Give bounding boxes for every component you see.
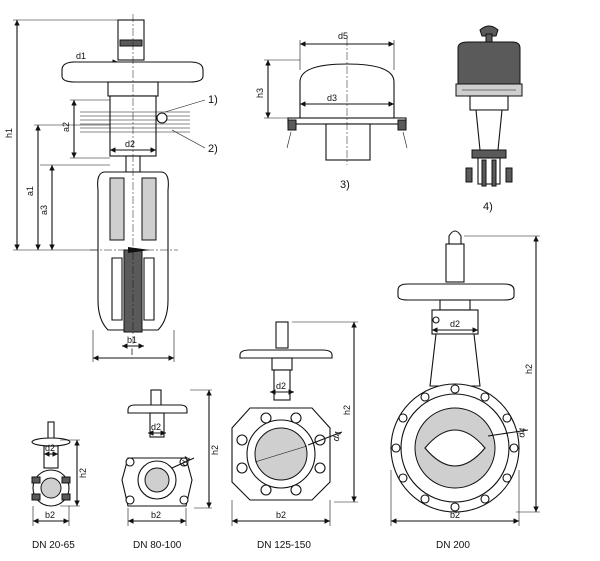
dn125-150-view: h2 b2 d2 d4 DN 125-150	[231, 321, 358, 551]
label-dn125-b2: b2	[276, 510, 286, 520]
dn80-100-view: h2 b2 d2 d4 DN 80-100	[121, 389, 220, 551]
callout-1: 1)	[208, 94, 218, 106]
label-dn80-b2: b2	[151, 510, 161, 520]
callout-2: 2)	[208, 143, 218, 155]
label-d2: d2	[125, 139, 135, 149]
label-dn20-d2: d2	[45, 443, 55, 453]
label-dn200-h2: h2	[524, 364, 534, 374]
dn200-bolt-ring	[391, 384, 519, 512]
caption-dn20-65: DN 20-65	[32, 540, 75, 551]
label-dn125-d4: d4	[330, 430, 343, 443]
dn200-view: h2 b2 d2 d4 DN 200	[390, 230, 540, 551]
label-b1: b1	[127, 335, 137, 345]
dn20-65-view: h2 b2 d2 DN 20-65	[31, 421, 88, 551]
actuator-view: 4)	[455, 25, 523, 213]
label-d5: d5	[338, 31, 348, 41]
label-h3: h3	[255, 88, 265, 98]
label-h1: h1	[4, 128, 14, 138]
main-section-view: h1 a1 a3 a2 d1 d2 b1 l 1) 2)	[4, 14, 218, 362]
callout-4: 4)	[483, 201, 493, 213]
label-a1: a1	[25, 186, 35, 196]
label-l: l	[131, 347, 133, 357]
caption-dn80-100: DN 80-100	[133, 540, 182, 551]
label-a2: a2	[61, 122, 71, 132]
label-d3: d3	[327, 93, 337, 103]
label-dn125-d2: d2	[276, 381, 286, 391]
label-dn200-d2: d2	[450, 319, 460, 329]
label-dn20-h2: h2	[78, 468, 88, 478]
label-dn200-d4: d4	[516, 427, 528, 439]
label-dn80-d4: d4	[179, 454, 193, 468]
caption-dn125-150: DN 125-150	[257, 540, 311, 551]
cap-view: d5 d3 h3 3)	[255, 31, 408, 191]
label-dn200-b2: b2	[450, 510, 460, 520]
callout-3: 3)	[340, 179, 350, 191]
label-dn80-h2: h2	[210, 445, 220, 455]
label-d1: d1	[76, 51, 86, 61]
caption-dn200: DN 200	[436, 540, 470, 551]
label-dn20-b2: b2	[45, 510, 55, 520]
label-dn125-h2: h2	[342, 405, 352, 415]
label-dn80-d2: d2	[151, 422, 161, 432]
label-a3: a3	[39, 205, 49, 215]
